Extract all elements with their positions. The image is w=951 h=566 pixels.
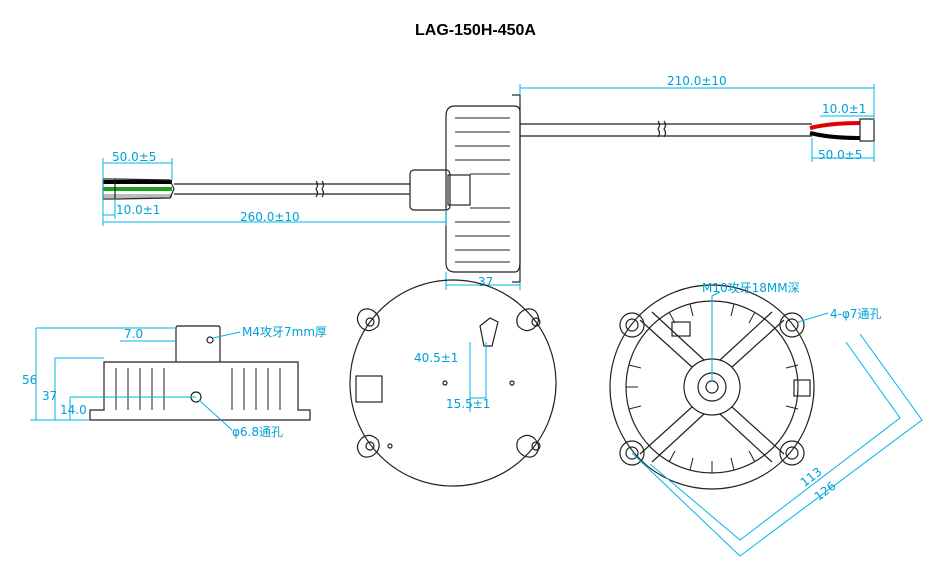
dim-output-wire: 50.0±5 [818, 148, 862, 162]
mount-hole-bl [619, 440, 645, 466]
output-wire-strip [859, 118, 875, 142]
driver-body [445, 105, 521, 273]
plate-tab [355, 375, 383, 403]
side-body [89, 361, 311, 421]
mount-hole-tl [619, 312, 645, 338]
drawing-title: LAG-150H-450A [415, 22, 536, 39]
dim-input-wire: 50.0±5 [112, 150, 156, 164]
dim-mount-holes: 4-φ7通孔 [830, 307, 882, 321]
plate-view: 40.5±1 15.5±1 [349, 279, 557, 487]
cable-gland [409, 169, 451, 211]
dim-slot-offset: 15.5±1 [446, 397, 490, 411]
dim-total-height: 56 [22, 373, 37, 387]
m10-tap-hole [705, 380, 719, 394]
dim-output-cable: 210.0±10 [667, 74, 727, 88]
mount-hole-tr [779, 312, 805, 338]
dim-m10-tap: M10攻牙18MM深 [702, 281, 800, 295]
dim-side-height: 37 [42, 389, 57, 403]
output-wire-black [809, 131, 861, 140]
plate-slot [479, 317, 499, 347]
dim-slot-height: 40.5±1 [414, 351, 458, 365]
plate-outline [349, 279, 557, 487]
output-wire-red [809, 121, 861, 130]
dim-body-height: 37 [478, 275, 493, 289]
dim-input-cable: 260.0±10 [240, 210, 300, 224]
m4-tap-hole [206, 336, 214, 344]
plate-ear-bl [356, 434, 380, 458]
plate-ear-tl [356, 308, 380, 332]
side-view: 7.0 M4攻牙7mm厚 56 37 14.0 φ6.8通孔 [22, 325, 327, 439]
side-bracket [175, 325, 221, 362]
dim-output-strip: 10.0±1 [822, 102, 866, 116]
dim-bracket-offset: 7.0 [124, 327, 143, 341]
dim-input-strip: 10.0±1 [116, 203, 160, 217]
plate-ear-tr [516, 308, 540, 332]
top-view: 210.0±10 10.0±1 50.0±5 50.0±5 10.0±1 260… [102, 74, 875, 290]
dim-hole-height: 14.0 [60, 403, 87, 417]
dim-side-hole: φ6.8通孔 [232, 425, 283, 439]
front-view: M10攻牙18MM深 4-φ7通孔 113 126 [609, 281, 923, 557]
mount-hole-br [779, 440, 805, 466]
dim-m4-tap: M4攻牙7mm厚 [242, 325, 327, 339]
front-outline [609, 284, 815, 490]
